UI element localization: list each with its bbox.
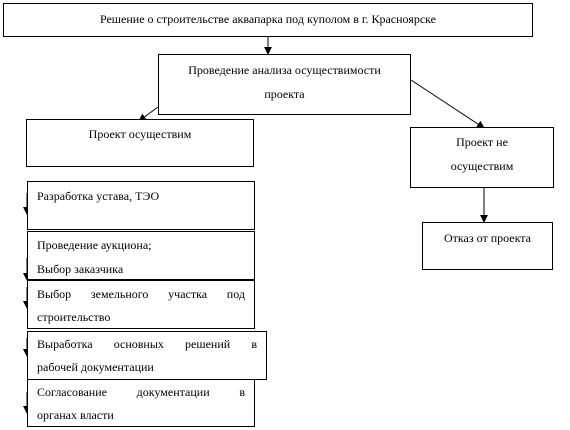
analysis-box: Проведение анализа осуществимости проект… — [158, 54, 411, 115]
step-4-line-1: Выработка основных решений в — [37, 337, 257, 351]
feasible-text: Проект осуществим — [88, 127, 192, 141]
not-feasible-text-line-2: осуществим — [450, 159, 514, 173]
decision-box: Решение о строительстве аквапарка под ку… — [3, 3, 533, 37]
analysis-text-line-2: проекта — [264, 87, 305, 101]
step-3-line-1: Выбор земельного участка под — [37, 287, 245, 301]
refuse-text: Отказ от проекта — [444, 231, 531, 245]
step-box-4: Выработка основных решений в рабочей док… — [27, 331, 267, 380]
step-box-3: Выбор земельного участка под строительст… — [27, 280, 255, 329]
step-box-5: Согласование документации в органах влас… — [27, 379, 255, 427]
analysis-text-line-1: Проведение анализа осуществимости — [188, 63, 381, 77]
step-2-line-1: Проведение аукциона; — [37, 238, 152, 252]
step-1-line-1: Разработка устава, ТЭО — [37, 189, 160, 203]
step-box-2: Проведение аукциона; Выбор заказчика — [27, 231, 255, 280]
feasible-box: Проект осуществим — [26, 119, 254, 167]
step-3-line-2: строительство — [37, 310, 111, 324]
decision-text: Решение о строительстве аквапарка под ку… — [99, 12, 437, 26]
refuse-box: Отказ от проекта — [422, 222, 553, 270]
not-feasible-text-line-1: Проект не — [456, 135, 508, 149]
step-box-1: Разработка устава, ТЭО — [27, 181, 255, 230]
arrow-analysis-to-not-feasible — [410, 79, 485, 129]
step-5-line-1: Согласование документации в — [37, 385, 245, 399]
arrow-analysis-to-feasible — [138, 106, 159, 122]
step-2-line-2: Выбор заказчика — [37, 262, 124, 276]
not-feasible-box: Проект не осуществим — [410, 127, 554, 188]
step-5-line-2: органах власти — [37, 408, 114, 422]
step-4-line-2: рабочей документации — [37, 360, 154, 374]
